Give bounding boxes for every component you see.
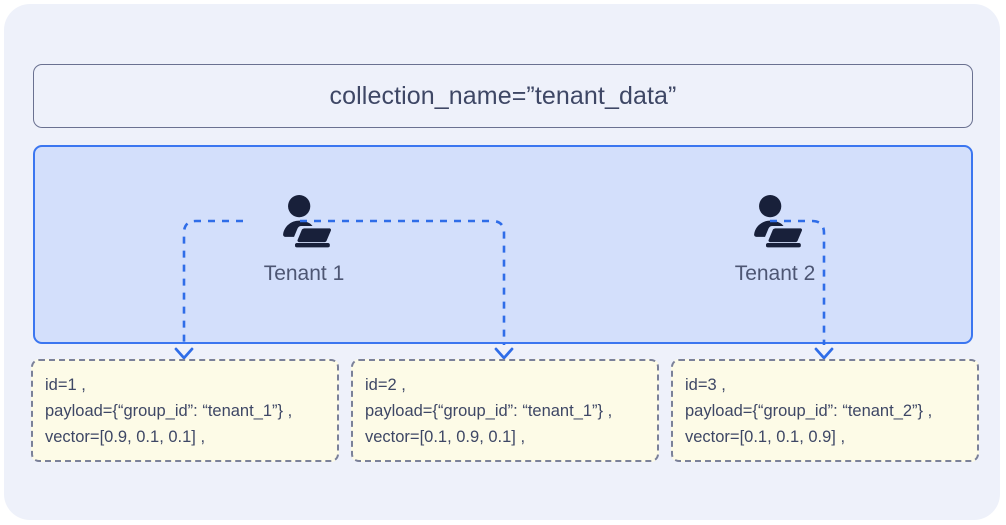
- person-at-laptop-icon: [283, 195, 332, 248]
- data-point-id: id=1 ,: [45, 376, 86, 394]
- tenant-label-1: Tenant 1: [263, 262, 345, 285]
- data-point-payload: payload={“group_id”: “tenant_2”} ,: [685, 402, 933, 420]
- collection-name-bar: collection_name=”tenant_data”: [33, 64, 973, 128]
- data-point-box: id=2 , payload={“group_id”: “tenant_1”} …: [351, 359, 659, 462]
- data-point-id: id=3 ,: [685, 376, 726, 394]
- tenant-region: Tenant 1 Tenant 2: [33, 145, 973, 344]
- person-at-laptop-icon: [754, 195, 803, 248]
- tenant-label-2: Tenant 2: [734, 262, 816, 285]
- data-point-vector: vector=[0.1, 0.1, 0.9] ,: [685, 428, 846, 446]
- tenant-group-1: Tenant 1: [224, 195, 384, 286]
- data-point-vector: vector=[0.1, 0.9, 0.1] ,: [365, 428, 526, 446]
- data-point-payload: payload={“group_id”: “tenant_1”} ,: [365, 402, 613, 420]
- data-point-box: id=3 , payload={“group_id”: “tenant_2”} …: [671, 359, 979, 462]
- data-point-id: id=2 ,: [365, 376, 406, 394]
- data-point-payload: payload={“group_id”: “tenant_1”} ,: [45, 402, 293, 420]
- collection-name-label: collection_name=”tenant_data”: [329, 81, 677, 110]
- data-point-vector: vector=[0.9, 0.1, 0.1] ,: [45, 428, 206, 446]
- data-point-box: id=1 , payload={“group_id”: “tenant_1”} …: [31, 359, 339, 462]
- tenant-group-2: Tenant 2: [695, 195, 855, 286]
